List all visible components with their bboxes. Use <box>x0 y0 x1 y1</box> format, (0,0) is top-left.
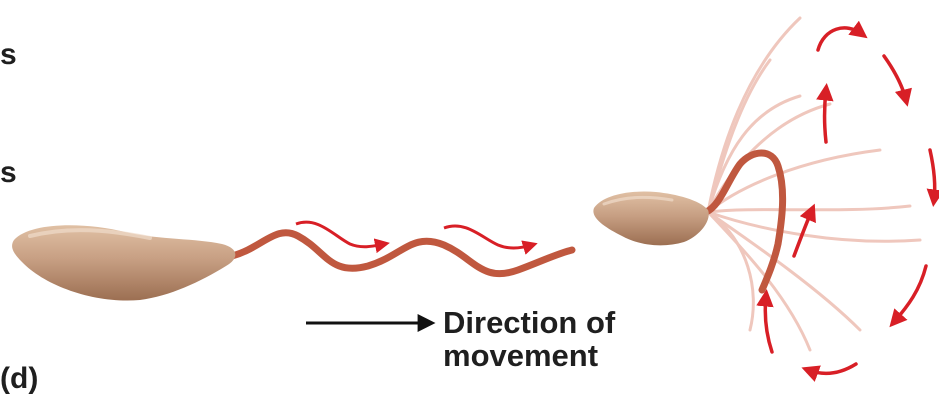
ghost-flagella <box>708 18 920 350</box>
direction-label: Direction of movement <box>443 306 615 372</box>
rotation-arrow-bottom <box>808 364 856 373</box>
direction-label-line2: movement <box>443 339 615 372</box>
rotation-arrow-top-right <box>884 56 906 100</box>
direction-label-line1: Direction of <box>443 306 615 339</box>
rotation-arrow-inner-upper <box>825 90 827 142</box>
left-flagellum <box>232 233 572 274</box>
right-cell-body <box>593 192 708 246</box>
left-cell <box>12 225 572 300</box>
cut-label-middle: s <box>0 156 17 190</box>
rotation-arrow-right <box>930 150 935 200</box>
rotation-arrow-bottom-right <box>894 266 926 322</box>
rotation-arrow-bottom-left <box>765 296 772 352</box>
left-cell-body <box>12 225 235 300</box>
panel-label: (d) <box>0 362 38 396</box>
rotation-arrow-top <box>818 28 862 50</box>
wave-arrow-2 <box>444 226 532 248</box>
right-cell <box>593 18 920 350</box>
cut-label-top: s <box>0 38 17 72</box>
